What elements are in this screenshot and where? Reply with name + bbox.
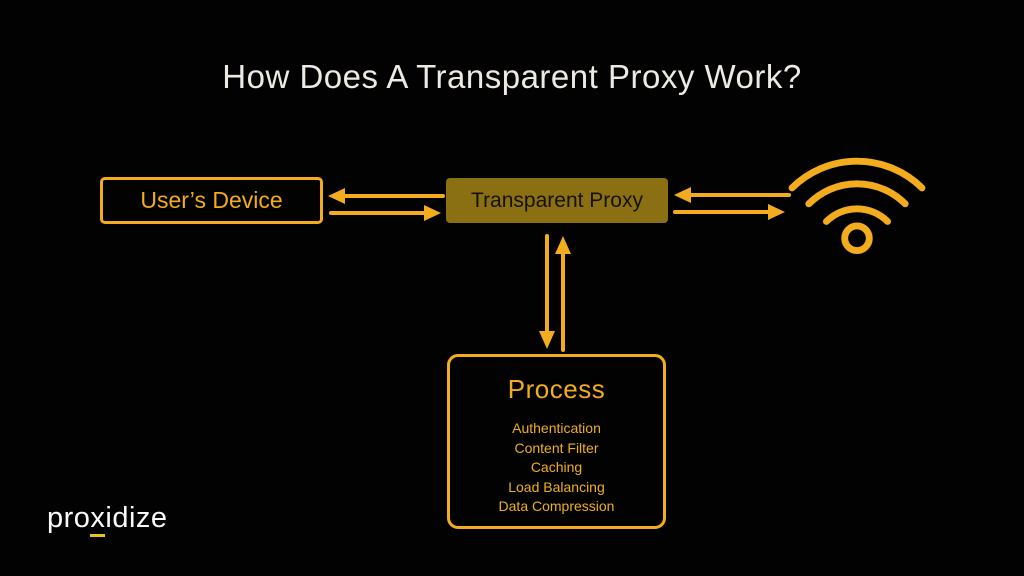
proxidize-logo: proxidize xyxy=(47,502,168,537)
logo-underlined-letter: x xyxy=(90,504,106,537)
process-item: Caching xyxy=(530,459,583,475)
arrow-proxy-to-process xyxy=(539,234,555,349)
arrow-internet-to-proxy xyxy=(674,187,791,203)
arrow-proxy-to-internet xyxy=(673,204,785,220)
process-item: Data Compression xyxy=(498,498,615,514)
node-transparent-proxy: Transparent Proxy xyxy=(446,178,668,223)
process-title: Process xyxy=(507,374,606,404)
users-device-label: User’s Device xyxy=(140,187,283,213)
transparent-proxy-label: Transparent Proxy xyxy=(471,188,643,212)
page-title: How Does A Transparent Proxy Work? xyxy=(222,58,802,95)
process-item: Authentication xyxy=(512,420,601,436)
wifi-arc-inner xyxy=(822,205,892,225)
arrow-device-to-proxy xyxy=(329,205,441,221)
wifi-arc-middle xyxy=(805,180,909,208)
node-users-device: User’s Device xyxy=(100,177,323,224)
node-process: Process Authentication Content Filter Ca… xyxy=(447,354,666,529)
wifi-arc-outer xyxy=(788,157,926,192)
arrow-process-to-proxy xyxy=(555,236,571,352)
process-item: Load Balancing xyxy=(508,478,605,495)
arrow-proxy-to-device xyxy=(328,188,445,204)
process-item: Content Filter xyxy=(514,439,599,456)
logo-prefix: pro xyxy=(47,502,91,534)
process-list: Authentication Content Filter Caching Lo… xyxy=(450,419,663,517)
logo-suffix: idize xyxy=(105,502,168,534)
wifi-dot xyxy=(841,222,873,254)
wifi-icon xyxy=(788,157,926,254)
